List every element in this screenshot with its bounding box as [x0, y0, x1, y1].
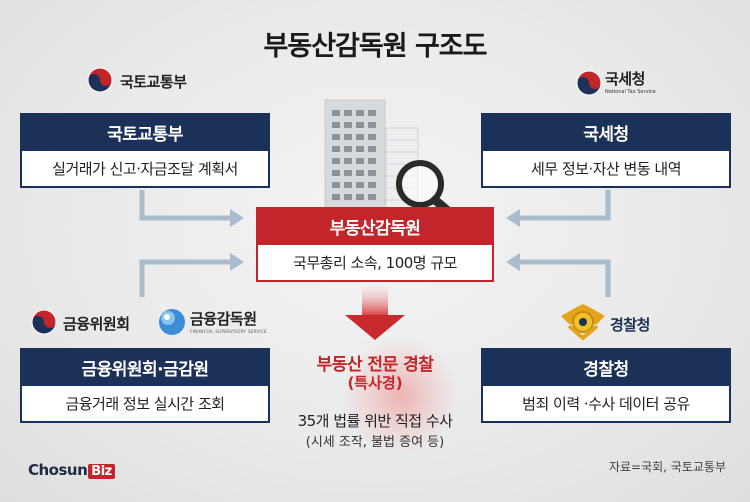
special-police-note: (시세 조작, 불법 증여 등)	[305, 435, 445, 450]
nts-logo-text: 국세청	[605, 70, 645, 88]
nts-logo: 국세청 National Tax Service	[605, 68, 656, 95]
molit-box-title: 국토교통부	[20, 113, 270, 151]
special-police-desc: 35개 법률 위반 직접 수사	[297, 412, 453, 430]
fss-logo-subtext: FINANCIAL SUPERVISORY SERVICE	[190, 329, 267, 334]
fss-logo: 금융감독원 FINANCIAL SUPERVISORY SERVICE	[190, 308, 267, 334]
fsc-emblem-icon	[31, 309, 57, 335]
molit-logo: 국토교통부	[120, 71, 187, 92]
page-title: 부동산감독원 구조도	[263, 31, 488, 62]
down-arrow	[345, 287, 405, 340]
police-box-desc: 범죄 이력 ·수사 데이터 공유	[481, 386, 731, 423]
police-box-title: 경찰청	[481, 348, 731, 386]
special-police-glow	[343, 338, 458, 453]
fsc-box-title: 금융위원회·금감원	[20, 348, 270, 386]
special-police-title: 부동산 전문 경찰	[316, 355, 434, 375]
fss-logo-icon	[159, 309, 185, 335]
fsc-logo: 금융위원회	[63, 313, 130, 334]
molit-emblem-icon	[87, 67, 113, 93]
center-box-title: 부동산감독원	[256, 207, 494, 245]
special-police-subtitle: (특사경)	[347, 374, 403, 392]
fss-logo-text: 금융감독원	[190, 310, 257, 328]
brand-name: Chosun	[28, 461, 88, 479]
arrow-heads	[230, 209, 520, 271]
nts-emblem-icon	[576, 70, 602, 96]
police-badge-icon	[561, 304, 605, 341]
connector-arrows	[139, 190, 611, 297]
molit-box-desc: 실거래가 신고·자금조달 계획서	[20, 151, 270, 188]
nts-box: 국세청 세무 정보·자산 변동 내역	[481, 113, 731, 188]
source-note: 자료=국회, 국토교통부	[608, 460, 726, 474]
police-logo-text: 경찰청	[610, 316, 650, 334]
nts-logo-subtext: National Tax Service	[605, 89, 656, 95]
center-box-desc: 국무총리 소속, 100명 규모	[256, 245, 494, 282]
fsc-box-desc: 금융거래 정보 실시간 조회	[20, 386, 270, 423]
molit-logo-text: 국토교통부	[120, 73, 187, 91]
fsc-logo-text: 금융위원회	[63, 315, 130, 333]
center-box: 부동산감독원 국무총리 소속, 100명 규모	[256, 207, 494, 282]
nts-box-desc: 세무 정보·자산 변동 내역	[481, 151, 731, 188]
police-logo: 경찰청	[610, 314, 650, 335]
molit-box: 국토교통부 실거래가 신고·자금조달 계획서	[20, 113, 270, 188]
nts-box-title: 국세청	[481, 113, 731, 151]
fsc-box: 금융위원회·금감원 금융거래 정보 실시간 조회	[20, 348, 270, 423]
brand-biz: Biz	[88, 464, 115, 479]
police-box: 경찰청 범죄 이력 ·수사 데이터 공유	[481, 348, 731, 423]
